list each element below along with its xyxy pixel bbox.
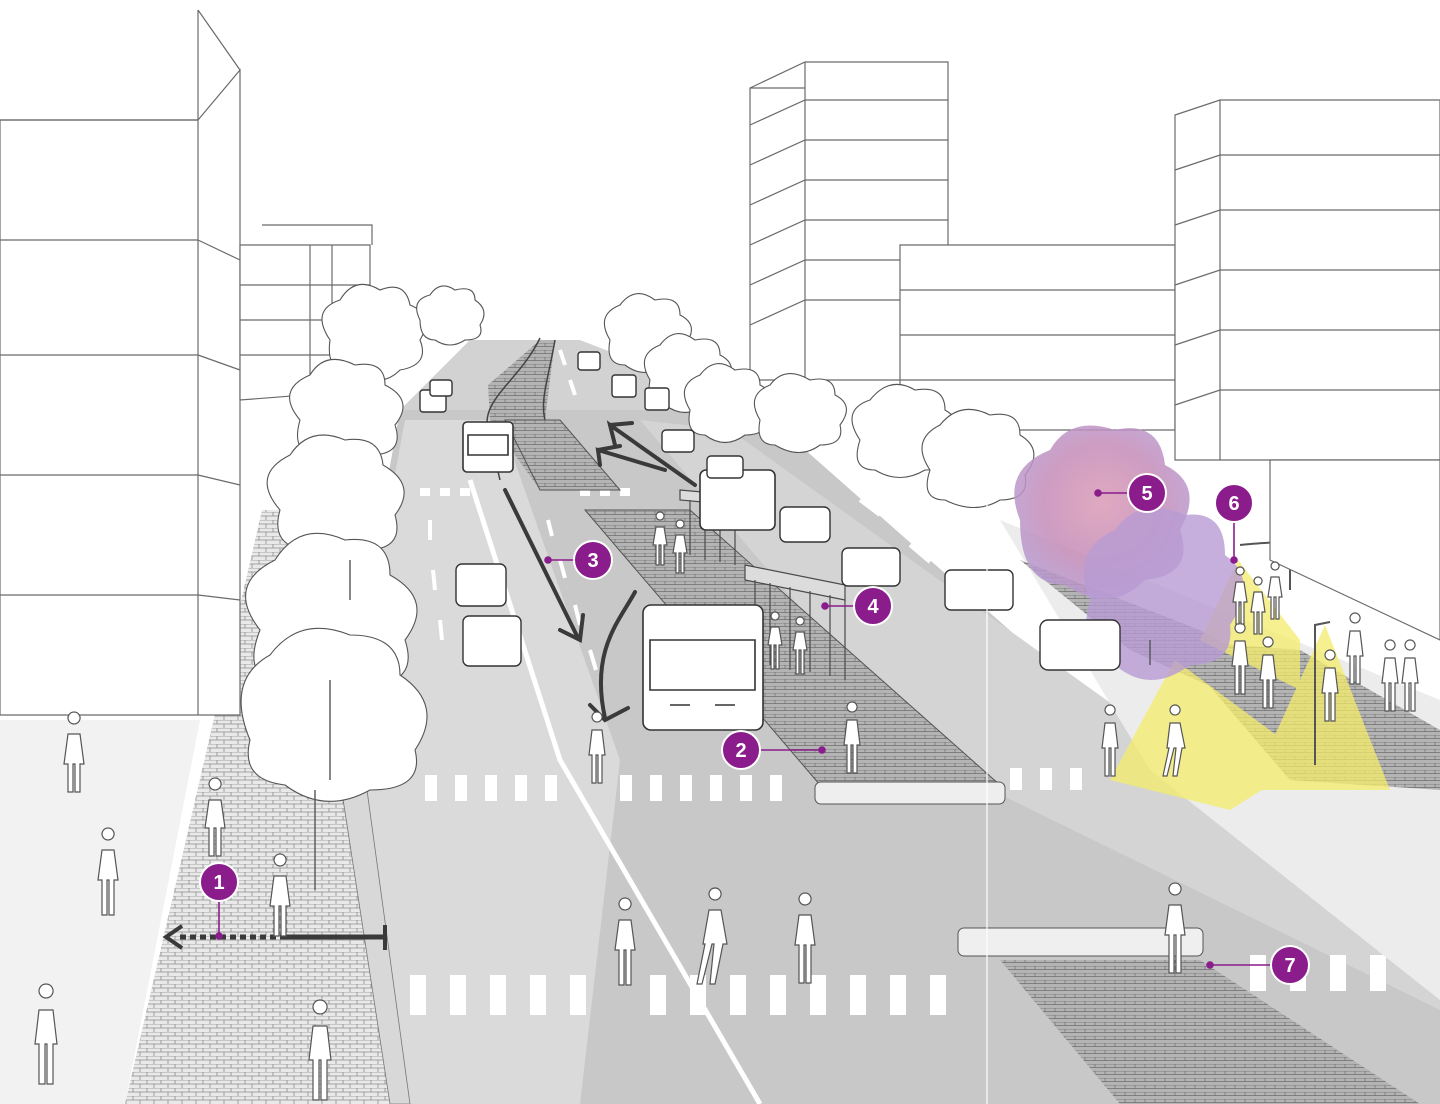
marker-7-label: 7	[1284, 955, 1295, 977]
median-far	[504, 419, 622, 491]
marker-2-label: 2	[735, 740, 746, 762]
direction-arrow-icon	[503, 420, 697, 723]
near-median	[1000, 960, 1420, 1104]
marker-7: 7	[1270, 945, 1310, 985]
pedestrian-figure-icon	[34, 511, 1419, 1101]
sidewalk-width-arrow	[162, 924, 387, 950]
bus-icon	[462, 421, 776, 731]
station-2-curb	[814, 781, 1006, 805]
tree-trunks	[314, 560, 351, 890]
car-icon	[419, 351, 1121, 671]
marker-5: 5	[1127, 473, 1167, 513]
marker-4: 4	[853, 586, 893, 626]
tree-icon-highlight	[1014, 425, 1244, 680]
marker-1-label: 1	[213, 872, 224, 894]
marker-3-label: 3	[587, 550, 598, 572]
marker-5-label: 5	[1141, 483, 1152, 505]
right-lanes	[640, 420, 1440, 1010]
callout-leaders	[215, 489, 1272, 969]
left-plaza	[0, 720, 200, 1104]
crosswalk-far	[420, 488, 630, 496]
near-median-curb	[957, 927, 1204, 957]
bus-near	[642, 604, 764, 731]
right-podium	[1269, 459, 1440, 641]
marker-6-label: 6	[1228, 493, 1239, 515]
left-tower	[0, 68, 241, 716]
bus-right	[699, 469, 776, 531]
marker-2: 2	[721, 730, 761, 770]
buildings	[0, 9, 1440, 716]
tree-icon	[240, 283, 1035, 802]
marker-4-label: 4	[867, 596, 879, 618]
bus-far	[462, 421, 514, 473]
marker-3: 3	[573, 540, 613, 580]
marker-6: 6	[1214, 483, 1254, 523]
right-tower	[1174, 99, 1440, 461]
crosswalk-near	[410, 955, 1386, 1015]
crosswalk-mid	[425, 768, 1082, 801]
marker-1: 1	[199, 862, 239, 902]
left-sidewalk	[125, 510, 400, 1104]
